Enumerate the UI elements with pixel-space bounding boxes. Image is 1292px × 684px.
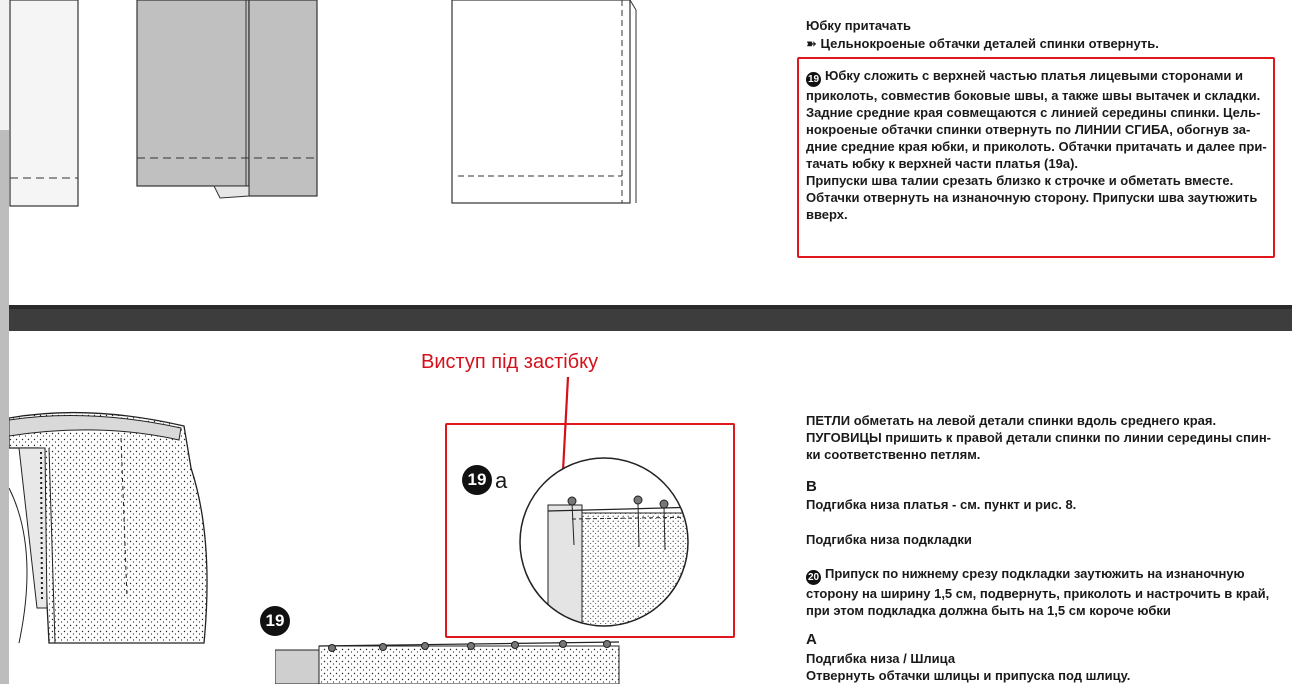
- step-19-line: нокроеные обтачки спинки отвернуть по ЛИ…: [806, 122, 1251, 137]
- highlight-box-step-19: [797, 57, 1275, 258]
- section-letter-a: A: [806, 631, 817, 648]
- step-19-line: дние средние края юбки, и приколоть. Обт…: [806, 139, 1267, 154]
- section-divider: [9, 305, 1292, 331]
- step-19-line: Припуски шва талии срезать близко к стро…: [806, 173, 1234, 188]
- pattern-piece-left: [9, 0, 79, 207]
- step-19-line: Обтачки отвернуть на изнаночную сторону.…: [806, 190, 1258, 205]
- loops-buttons-text: ПЕТЛИ обметать на левой детали спинки вд…: [806, 412, 1271, 463]
- hem-lining-heading: Подгибка низа подкладки: [806, 532, 972, 547]
- annotation-label: Виступ під застібку: [421, 351, 599, 373]
- loops-line: ПЕТЛИ обметать на левой детали спинки вд…: [806, 413, 1217, 428]
- arrow-instruction-text: Цельнокроеные обтачки деталей спинки отв…: [820, 36, 1159, 51]
- step-19-text: 19 Юбку сложить с верхней частью платья л…: [806, 67, 1267, 223]
- vent-text: Отвернуть обтачки шлицы и припуска под ш…: [806, 668, 1131, 683]
- highlight-box-detail-19a: [445, 423, 735, 638]
- step-19-line: Задние средние края совмещаются с линией…: [806, 105, 1261, 120]
- detail-19a-badge: 19: [462, 465, 492, 495]
- step-19-line: Юбку сложить с верхней частью платья лиц…: [825, 68, 1243, 83]
- hem-vent-heading: Подгибка низа / Шлица: [806, 651, 956, 666]
- step-20-line: при этом подкладка должна быть на 1,5 см…: [806, 603, 1171, 618]
- step-20-line: Припуск по нижнему срезу подкладки заутю…: [825, 566, 1245, 581]
- hem-dress-text: Подгибка низа платья - см. пункт и рис. …: [806, 497, 1077, 512]
- figure-19-badge: 19: [260, 606, 290, 636]
- step-19-line: вверх.: [806, 207, 848, 222]
- step-19-badge: 19: [806, 72, 821, 87]
- detail-19a-suffix: a: [495, 468, 508, 493]
- skirt-waist-illustration: [275, 640, 620, 684]
- detail-19a-magnifier: [519, 457, 689, 627]
- page-edge-strip: [0, 0, 9, 684]
- step-20-text: 20 Припуск по нижнему срезу подкладки зау…: [806, 565, 1269, 619]
- step-19-line: приколоть, совместив боковые швы, а такж…: [806, 88, 1261, 103]
- loops-line: ки соответственно петлям.: [806, 447, 981, 462]
- pattern-piece-right: [451, 0, 631, 204]
- loops-line: ПУГОВИЦЫ пришить к правой детали спинки …: [806, 430, 1271, 445]
- top-pattern-illustrations: [9, 0, 637, 207]
- step-20-line: сторону на ширину 1,5 см, подвернуть, пр…: [806, 586, 1270, 601]
- step-20-badge: 20: [806, 570, 821, 585]
- section-heading: Юбку притачать: [806, 18, 911, 33]
- section-letter-b: B: [806, 478, 817, 495]
- step-19-line: тачать юбку к верхней части платья (19а)…: [806, 156, 1079, 171]
- arrow-instruction: ➽ Цельнокроеные обтачки деталей спинки о…: [806, 35, 1159, 52]
- double-arrow-icon: ➽: [806, 36, 817, 51]
- dress-back-illustration: [9, 411, 208, 644]
